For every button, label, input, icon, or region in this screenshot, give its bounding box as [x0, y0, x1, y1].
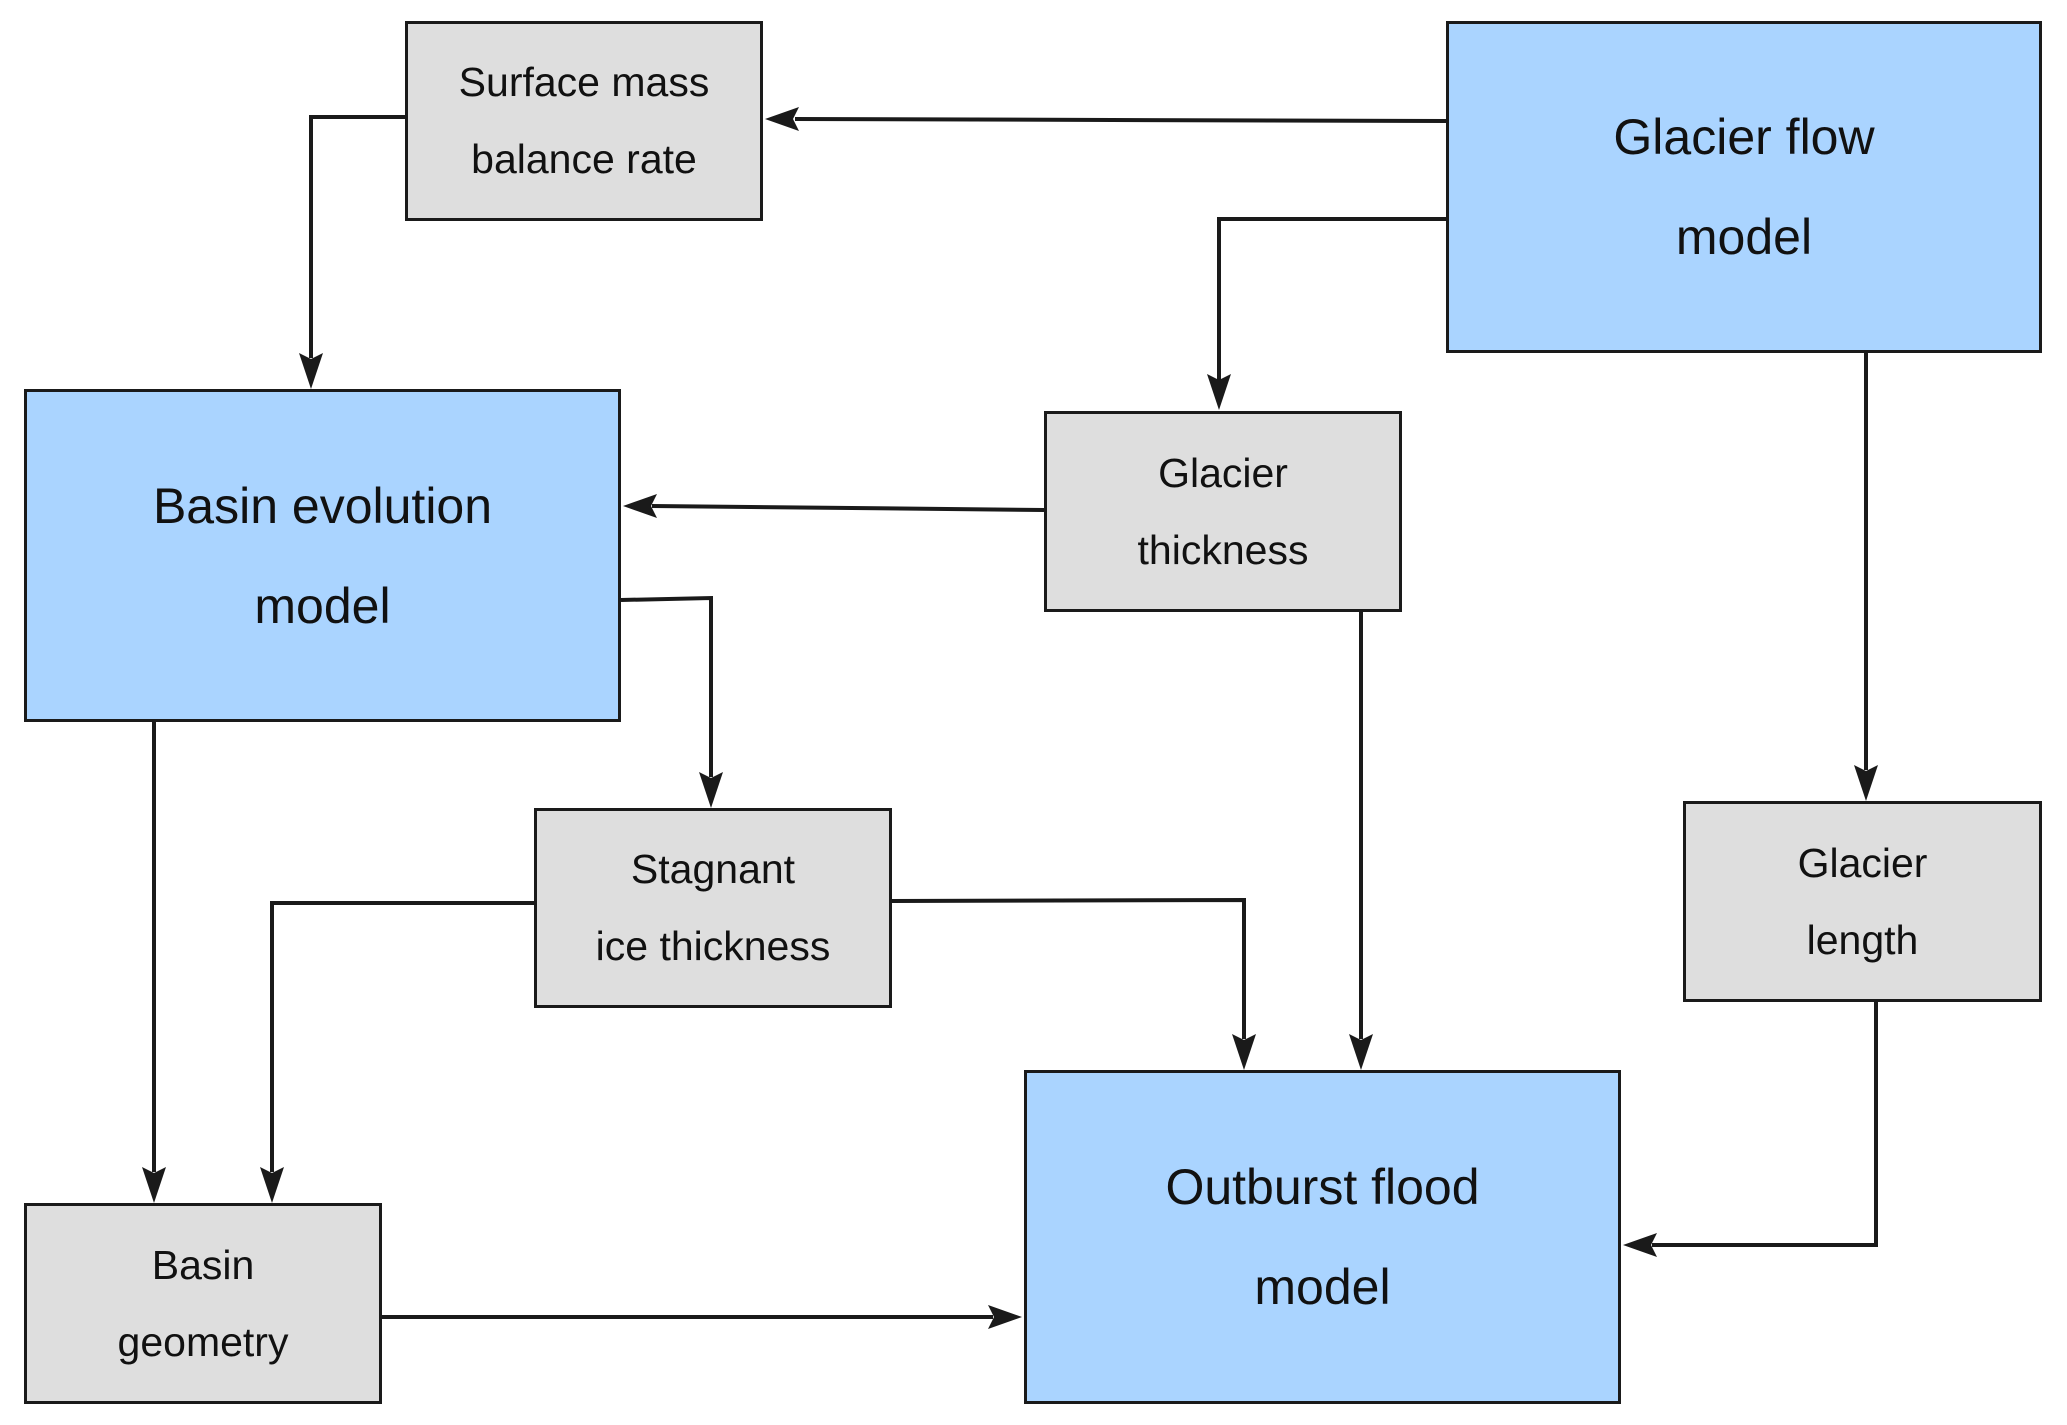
edge-stagnant-ice-to-basin-geometry: [270, 901, 534, 1172]
arrowhead: [623, 494, 657, 518]
node-label-line2: geometry: [117, 1318, 289, 1365]
arrowhead: [260, 1167, 284, 1203]
arrowhead: [1854, 765, 1878, 801]
node-stagnant-ice-thickness: Stagnant ice thickness: [534, 808, 892, 1008]
edge-surface-mass-to-basin-evolution: [309, 115, 405, 358]
arrowhead: [1207, 374, 1231, 410]
arrowhead: [765, 107, 799, 131]
node-label-line1: Stagnant: [630, 846, 796, 892]
node-basin-geometry: Basin geometry: [24, 1203, 382, 1404]
node-label-line2: balance rate: [471, 136, 697, 182]
edge-glacier-thickness-to-basin-evolution: [651, 504, 1045, 512]
node-outburst-flood-model: Outburst flood model: [1024, 1070, 1621, 1404]
node-label-line1: Glacier: [1158, 449, 1288, 496]
node-label-line1: Glacier: [1797, 839, 1928, 886]
node-label-line1: Surface mass: [458, 59, 710, 105]
edge-glacier-flow-to-surface-mass: [794, 117, 1447, 123]
node-glacier-flow-model: Glacier flow model: [1446, 21, 2042, 353]
node-label-line1: Basin: [151, 1241, 255, 1288]
node-label-line2: length: [1806, 916, 1919, 963]
node-label-line1: Basin evolution: [152, 477, 493, 534]
node-label-line1: Outburst flood: [1165, 1159, 1480, 1215]
arrowhead: [299, 353, 323, 389]
edge-stagnant-ice-to-outburst-flood: [891, 897, 1246, 1039]
node-surface-mass-balance-rate: Surface mass balance rate: [405, 21, 763, 221]
node-basin-evolution-model: Basin evolution model: [24, 389, 621, 722]
node-label-line2: thickness: [1137, 526, 1309, 573]
arrowhead: [699, 772, 723, 808]
node-glacier-thickness: Glacier thickness: [1044, 411, 1402, 612]
node-label-line2: model: [1254, 1259, 1391, 1315]
node-label-line2: model: [1675, 209, 1813, 265]
arrowhead: [142, 1167, 166, 1203]
node-glacier-length: Glacier length: [1683, 801, 2042, 1002]
arrowhead: [1623, 1233, 1657, 1257]
node-label-line2: ice thickness: [595, 923, 831, 969]
edge-glacier-flow-to-glacier-thickness: [1217, 217, 1446, 380]
edge-glacier-length-to-outburst-flood: [1652, 1002, 1878, 1247]
arrowhead: [988, 1305, 1022, 1329]
arrowhead: [1232, 1034, 1256, 1070]
arrowhead: [1349, 1034, 1373, 1070]
edge-basin-evolution-to-stagnant-ice: [620, 595, 713, 777]
node-label-line2: model: [254, 577, 391, 634]
node-label-line1: Glacier flow: [1613, 109, 1875, 165]
